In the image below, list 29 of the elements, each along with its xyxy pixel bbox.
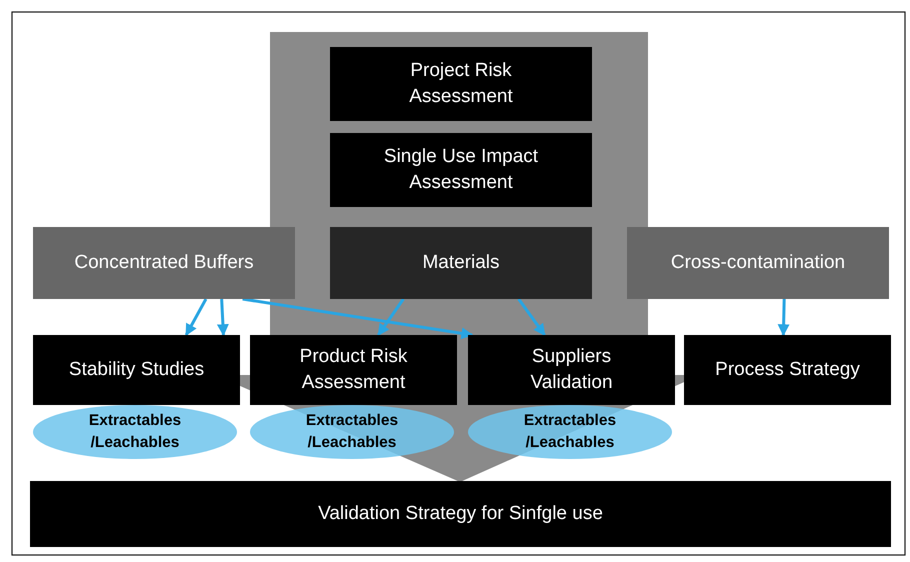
process-box xyxy=(250,335,457,405)
box-label: Extractables /Leachables xyxy=(304,411,400,453)
category-band xyxy=(627,227,889,299)
category-band xyxy=(330,227,592,299)
box-label: Cross-contamination xyxy=(670,251,846,276)
category-band xyxy=(33,227,295,299)
box-label: Stability Studies xyxy=(68,358,204,382)
arrow xyxy=(242,298,474,340)
arrow xyxy=(377,298,405,336)
box-label: Extractables /Leachables xyxy=(522,411,618,453)
box-label: Materials xyxy=(422,251,500,276)
box-label: Extractables /Leachables xyxy=(88,411,182,453)
process-box xyxy=(468,335,675,405)
box-label: Validation Strategy for Sinfgle use xyxy=(318,502,603,526)
box-label: Process Strategy xyxy=(715,358,860,382)
process-box xyxy=(684,335,891,405)
box-label: Product Risk Assessment xyxy=(298,345,408,395)
box-label: Concentrated Buffers xyxy=(74,251,254,276)
box-label: Single Use Impact Assessment xyxy=(382,145,540,195)
arrow xyxy=(216,298,229,336)
arrow xyxy=(517,298,546,336)
box-label: Suppliers Validation xyxy=(529,345,614,395)
arrow xyxy=(184,298,208,336)
process-box xyxy=(30,481,891,547)
box-label: Project Risk Assessment xyxy=(408,59,514,109)
process-box xyxy=(33,335,240,405)
arrow xyxy=(778,298,790,336)
process-box xyxy=(330,133,592,207)
process-box xyxy=(330,47,592,121)
